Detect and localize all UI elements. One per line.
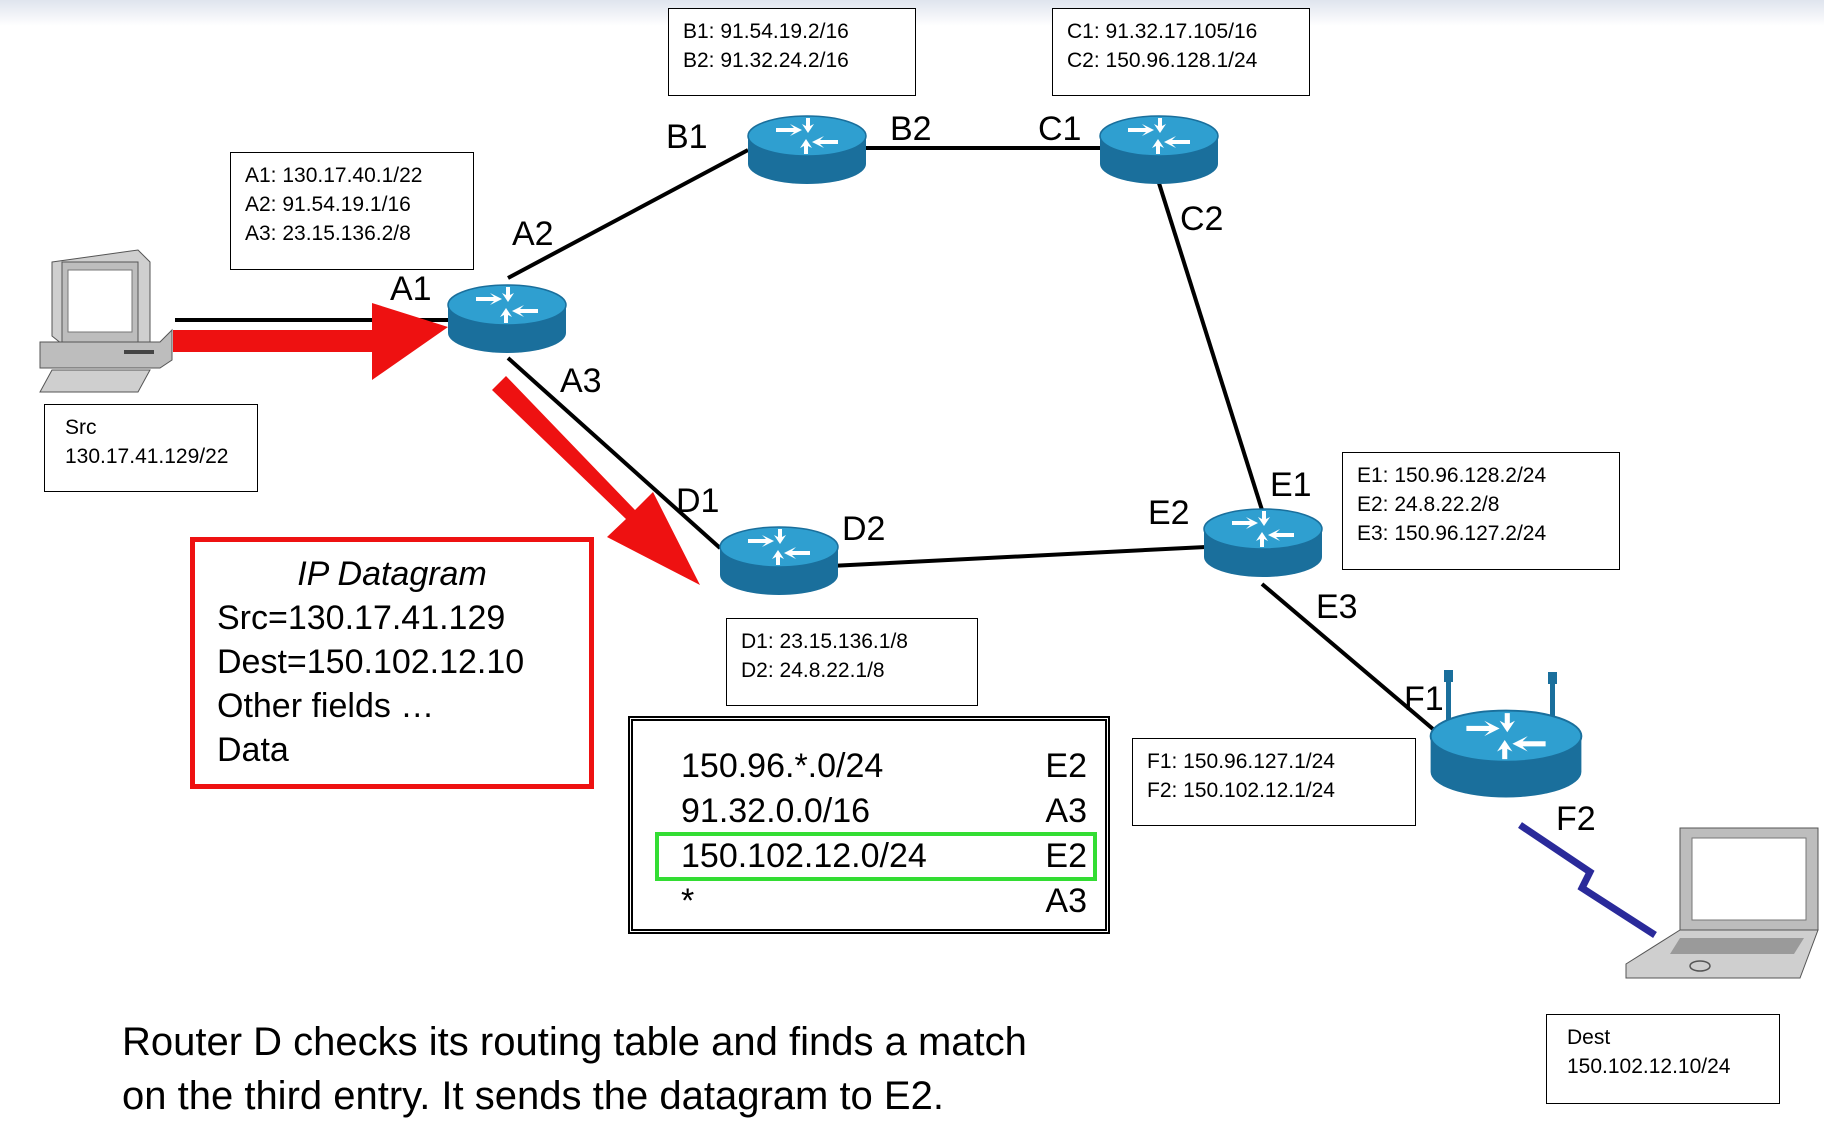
- wireless-link-icon: [1518, 822, 1657, 938]
- port-label-a2: A2: [512, 215, 554, 253]
- port-label-f1: F1: [1404, 680, 1444, 718]
- desktop-computer-icon: [39, 249, 173, 393]
- dest-host-box: Dest 150.102.12.10/24: [1546, 1014, 1780, 1104]
- datagram-line: Dest=150.102.12.10: [217, 643, 525, 681]
- src-host-box: Src 130.17.41.129/22: [44, 404, 258, 492]
- port-label-f2: F2: [1556, 800, 1596, 838]
- port-label-a1: A1: [390, 270, 432, 308]
- address-line: A1: 130.17.40.1/22: [245, 164, 423, 187]
- arrow-icon: [173, 303, 448, 380]
- address-line: B1: 91.54.19.2/16: [683, 20, 849, 43]
- router-icon: [1203, 508, 1323, 578]
- laptop-computer-icon: [1625, 827, 1819, 979]
- routing-table-row: 150.96.*.0/24 E2: [657, 744, 1095, 789]
- interface-labels: A1 A2 A3 B1 B2 C1 C2 D1 D2 E1 E2 E3 F1 F…: [390, 110, 1596, 838]
- datagram-line: Other fields …: [217, 687, 435, 725]
- route-destination: *: [681, 882, 695, 920]
- caption-line: Router D checks its routing table and fi…: [122, 1020, 1027, 1064]
- port-label-d1: D1: [676, 482, 719, 520]
- ip-datagram-box: IP Datagram Src=130.17.41.129 Dest=150.1…: [190, 537, 594, 789]
- router-a-address-box: A1: 130.17.40.1/22 A2: 91.54.19.1/16 A3:…: [230, 152, 474, 270]
- link-d2-e2: [829, 545, 1207, 568]
- route-gateway: A3: [1045, 882, 1087, 920]
- link-a3-d1: [506, 356, 722, 550]
- address-line: E1: 150.96.128.2/24: [1357, 464, 1547, 487]
- router-e-address-box: E1: 150.96.128.2/24 E2: 24.8.22.2/8 E3: …: [1342, 452, 1620, 570]
- address-line: F2: 150.102.12.1/24: [1147, 779, 1335, 802]
- routing-table-row-match: 150.102.12.0/24 E2: [655, 832, 1097, 881]
- diagram-canvas: A1 A2 A3 B1 B2 C1 C2 D1 D2 E1 E2 E3 F1 F…: [39, 110, 1819, 979]
- router-c-address-box: C1: 91.32.17.105/16 C2: 150.96.128.1/24: [1052, 8, 1310, 96]
- dest-label: Dest: [1567, 1026, 1611, 1049]
- router-icon: [447, 284, 567, 354]
- route-gateway: A3: [1045, 792, 1087, 830]
- slide-caption: Router D checks its routing table and fi…: [122, 1015, 1027, 1123]
- datagram-title: IP Datagram: [297, 555, 487, 593]
- route-gateway: E2: [1045, 837, 1087, 875]
- address-line: C2: 150.96.128.1/24: [1067, 49, 1258, 72]
- address-line: E3: 150.96.127.2/24: [1357, 522, 1547, 545]
- port-label-a3: A3: [560, 362, 602, 400]
- address-line: E2: 24.8.22.2/8: [1357, 493, 1500, 516]
- dest-ip: 150.102.12.10/24: [1567, 1055, 1731, 1078]
- address-line: D2: 24.8.22.1/8: [741, 659, 885, 682]
- router-icon: [1099, 115, 1219, 185]
- router-d-address-box: D1: 23.15.136.1/8 D2: 24.8.22.1/8: [726, 618, 978, 706]
- route-destination: 150.96.*.0/24: [681, 747, 884, 785]
- datagram-path: [173, 303, 700, 585]
- router-icon: [747, 115, 867, 185]
- src-ip: 130.17.41.129/22: [65, 445, 229, 468]
- port-label-c2: C2: [1180, 200, 1223, 238]
- arrow-icon: [492, 376, 700, 585]
- port-label-b2: B2: [890, 110, 932, 148]
- port-label-c1: C1: [1038, 110, 1081, 148]
- port-label-e3: E3: [1316, 588, 1358, 626]
- router-icon: [719, 526, 839, 596]
- router-b-address-box: B1: 91.54.19.2/16 B2: 91.32.24.2/16: [668, 8, 916, 96]
- route-destination: 150.102.12.0/24: [681, 837, 927, 875]
- address-line: A3: 23.15.136.2/8: [245, 222, 411, 245]
- route-gateway: E2: [1045, 747, 1087, 785]
- datagram-line: Src=130.17.41.129: [217, 599, 506, 637]
- address-line: D1: 23.15.136.1/8: [741, 630, 908, 653]
- wireless-router-icon: [1429, 670, 1583, 799]
- address-line: A2: 91.54.19.1/16: [245, 193, 411, 216]
- src-label: Src: [65, 416, 97, 439]
- route-destination: 91.32.0.0/16: [681, 792, 871, 830]
- address-line: C1: 91.32.17.105/16: [1067, 20, 1258, 43]
- routing-table: 150.96.*.0/24 E2 91.32.0.0/16 A3 150.102…: [628, 716, 1110, 934]
- port-label-e1: E1: [1270, 466, 1312, 504]
- link-a2-b1: [507, 148, 749, 280]
- routing-table-row: * A3: [657, 879, 1095, 924]
- datagram-line: Data: [217, 731, 289, 769]
- link-c2-e1: [1156, 179, 1264, 511]
- port-label-e2: E2: [1148, 494, 1190, 532]
- caption-line: on the third entry. It sends the datagra…: [122, 1074, 944, 1118]
- routing-table-row: 91.32.0.0/16 A3: [657, 789, 1095, 834]
- links: [175, 146, 1442, 737]
- router-f-address-box: F1: 150.96.127.1/24 F2: 150.102.12.1/24: [1132, 738, 1416, 826]
- port-label-d2: D2: [842, 510, 885, 548]
- address-line: F1: 150.96.127.1/24: [1147, 750, 1335, 773]
- address-line: B2: 91.32.24.2/16: [683, 49, 849, 72]
- link-e3-f1: [1260, 582, 1442, 737]
- port-label-b1: B1: [666, 118, 708, 156]
